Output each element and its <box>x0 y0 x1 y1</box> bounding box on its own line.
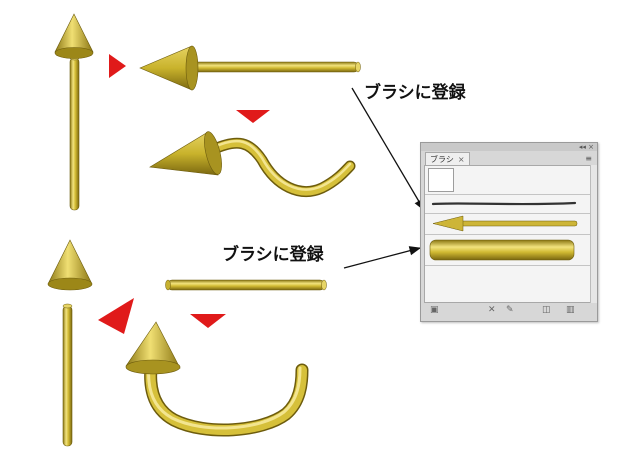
connector-arrow-mid <box>343 246 422 269</box>
tab-brushes-label: ブラシ <box>430 155 454 164</box>
brush-list <box>424 165 592 303</box>
wavy-arrow-shape <box>149 131 356 197</box>
register-brush-label-mid: ブラシに登録 <box>222 245 324 265</box>
list-item[interactable] <box>425 166 591 195</box>
horizontal-arrow-shape <box>139 45 361 91</box>
calligraphic-brush-stroke <box>431 201 577 206</box>
red-pointer-down-top <box>236 110 270 123</box>
panel-scrollbar[interactable] <box>590 165 597 303</box>
brush-options-icon[interactable]: ✎ <box>506 305 514 315</box>
delete-brush-icon[interactable]: ▥ <box>566 305 575 315</box>
list-item[interactable] <box>425 235 591 266</box>
red-pointer-right <box>109 54 126 78</box>
hook-arrow-shape <box>125 321 309 437</box>
rod-brush-stroke <box>429 239 575 261</box>
panel-menu-icon[interactable]: ≡ <box>585 154 592 163</box>
connector-arrow-top <box>351 87 425 212</box>
cone-shape <box>47 239 93 291</box>
register-brush-label-top: ブラシに登録 <box>364 83 466 103</box>
red-pointer-down-bottom <box>190 314 226 328</box>
red-pointer-left <box>98 298 134 334</box>
new-brush-icon[interactable]: ◫ <box>542 305 551 315</box>
brushes-panel: ◂◂ × ブラシ× ≡ <box>420 142 598 322</box>
horizontal-rod-shape <box>165 279 327 291</box>
list-item[interactable] <box>425 195 591 214</box>
brush-swatch[interactable] <box>428 168 454 192</box>
panel-window-controls[interactable]: ◂◂ × <box>578 143 594 151</box>
remove-stroke-icon[interactable]: ✕ <box>488 305 496 315</box>
close-icon[interactable]: × <box>457 155 465 164</box>
panel-titlebar[interactable] <box>421 143 597 151</box>
panel-bottom-bar: ▣ ✕ ✎ ◫ ▥ <box>424 303 590 319</box>
arrow-brush-stroke <box>432 215 578 232</box>
brush-libraries-icon[interactable]: ▣ <box>430 305 439 315</box>
vertical-arrow-shape <box>54 13 94 211</box>
list-item[interactable] <box>425 214 591 235</box>
vertical-rod-shape <box>62 303 73 447</box>
tab-brushes[interactable]: ブラシ× <box>425 152 470 166</box>
